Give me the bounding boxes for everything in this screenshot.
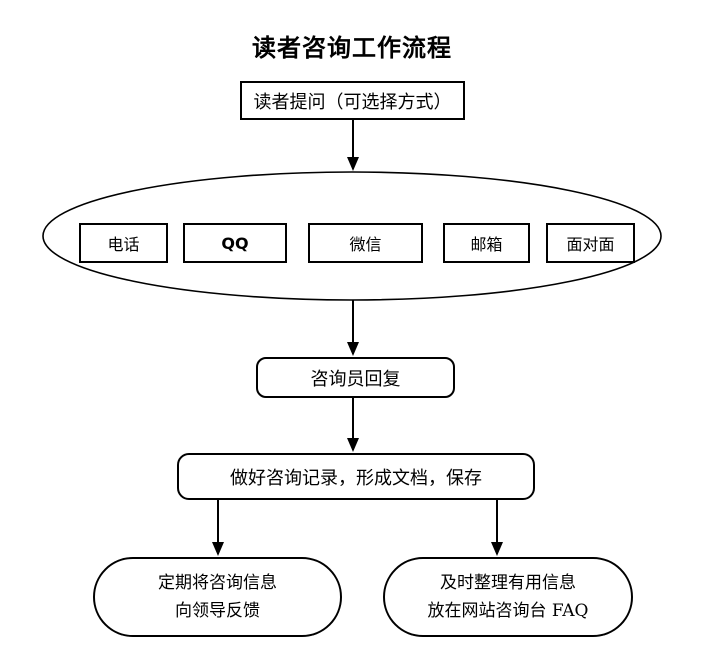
node-channel-email-label: 邮箱	[470, 235, 503, 254]
node-channel-wechat: 微信	[308, 223, 423, 263]
node-report-to-leaders: 定期将咨询信息 向领导反馈	[93, 557, 342, 637]
node-channel-phone-label: 电话	[107, 235, 140, 254]
node-consultant-reply-label: 咨询员回复	[310, 368, 401, 390]
node-publish-faq: 及时整理有用信息 放在网站咨询台 FAQ	[383, 557, 633, 637]
node-channel-face-to-face-label: 面对面	[566, 235, 615, 254]
node-report-to-leaders-line1: 定期将咨询信息	[158, 573, 277, 593]
node-reader-question: 读者提问（可选择方式）	[240, 81, 465, 120]
node-channel-face-to-face: 面对面	[546, 223, 635, 263]
node-channel-qq: QQ	[183, 223, 287, 263]
node-record-archive: 做好咨询记录，形成文档，保存	[177, 453, 535, 500]
node-record-archive-label: 做好咨询记录，形成文档，保存	[230, 467, 482, 489]
node-consultant-reply: 咨询员回复	[256, 357, 455, 398]
node-report-to-leaders-line2: 向领导反馈	[175, 601, 260, 621]
node-publish-faq-line1: 及时整理有用信息	[440, 573, 576, 593]
node-channel-email: 邮箱	[443, 223, 530, 263]
page-title: 读者咨询工作流程	[252, 33, 452, 62]
node-channel-wechat-label: 微信	[349, 235, 382, 254]
node-reader-question-label: 读者提问（可选择方式）	[253, 91, 452, 113]
node-publish-faq-line2: 放在网站咨询台 FAQ	[427, 601, 589, 621]
node-channel-qq-label: QQ	[221, 233, 249, 253]
node-channel-phone: 电话	[79, 223, 168, 263]
